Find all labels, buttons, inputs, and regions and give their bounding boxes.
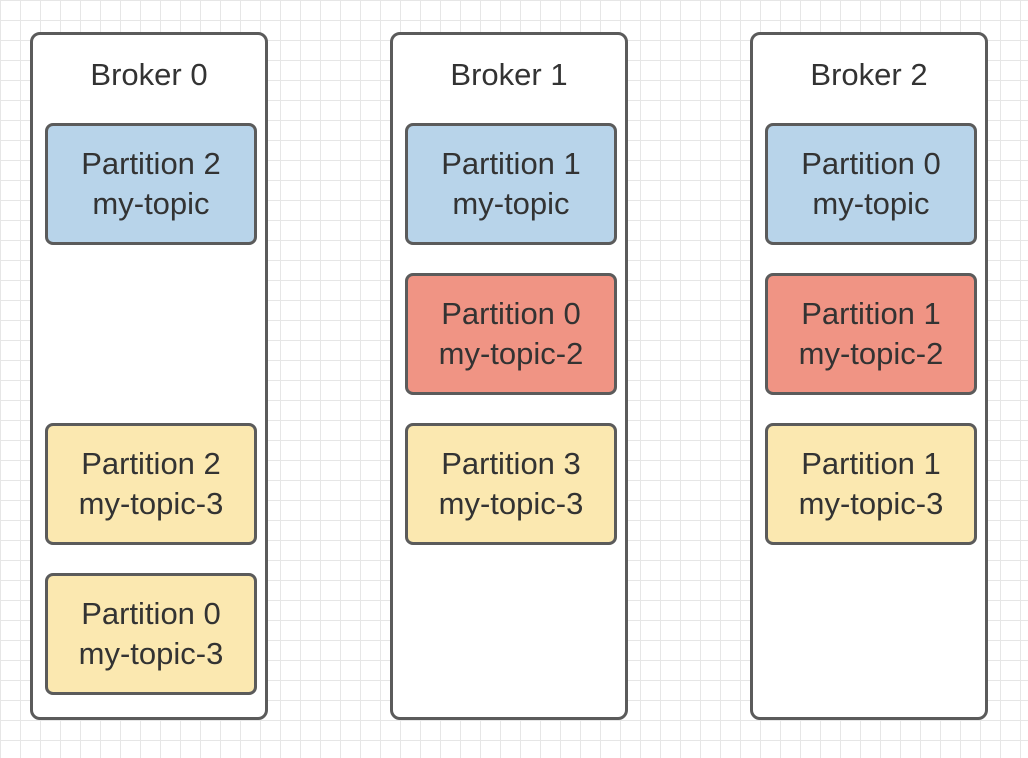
partition-block: Partition 2 my-topic-3 [45, 423, 257, 545]
partition-block: Partition 0 my-topic-2 [405, 273, 617, 395]
broker-title: Broker 0 [90, 57, 208, 92]
partition-label: Partition 0 [801, 146, 941, 181]
topic-label: my-topic-3 [438, 486, 584, 521]
partition-label: Partition 1 [441, 146, 581, 181]
partition-label: Partition 0 [81, 596, 221, 631]
partition-label: Partition 3 [441, 446, 581, 481]
partition-block: Partition 3 my-topic-3 [405, 423, 617, 545]
partition-label: Partition 1 [801, 296, 941, 331]
topic-label: my-topic-3 [78, 636, 224, 671]
topic-label: my-topic-2 [438, 336, 584, 371]
topic-label: my-topic [812, 186, 930, 221]
partition-block: Partition 0 my-topic-3 [45, 573, 257, 695]
partition-label: Partition 2 [81, 446, 221, 481]
partition-block: Partition 0 my-topic [765, 123, 977, 245]
partition-label: Partition 1 [801, 446, 941, 481]
broker-1: Broker 1 Partition 1 my-topic Partition … [390, 32, 628, 720]
broker-title: Broker 2 [810, 57, 928, 92]
partition-block: Partition 1 my-topic [405, 123, 617, 245]
topic-label: my-topic-2 [798, 336, 944, 371]
broker-2: Broker 2 Partition 0 my-topic Partition … [750, 32, 988, 720]
partition-block: Partition 1 my-topic-3 [765, 423, 977, 545]
topic-label: my-topic-3 [78, 486, 224, 521]
topic-label: my-topic-3 [798, 486, 944, 521]
partition-block: Partition 2 my-topic [45, 123, 257, 245]
topic-label: my-topic [452, 186, 570, 221]
broker-0: Broker 0 Partition 2 my-topic Partition … [30, 32, 268, 720]
partition-label: Partition 2 [81, 146, 221, 181]
partition-label: Partition 0 [441, 296, 581, 331]
broker-title: Broker 1 [450, 57, 568, 92]
partition-block: Partition 1 my-topic-2 [765, 273, 977, 395]
topic-label: my-topic [92, 186, 210, 221]
